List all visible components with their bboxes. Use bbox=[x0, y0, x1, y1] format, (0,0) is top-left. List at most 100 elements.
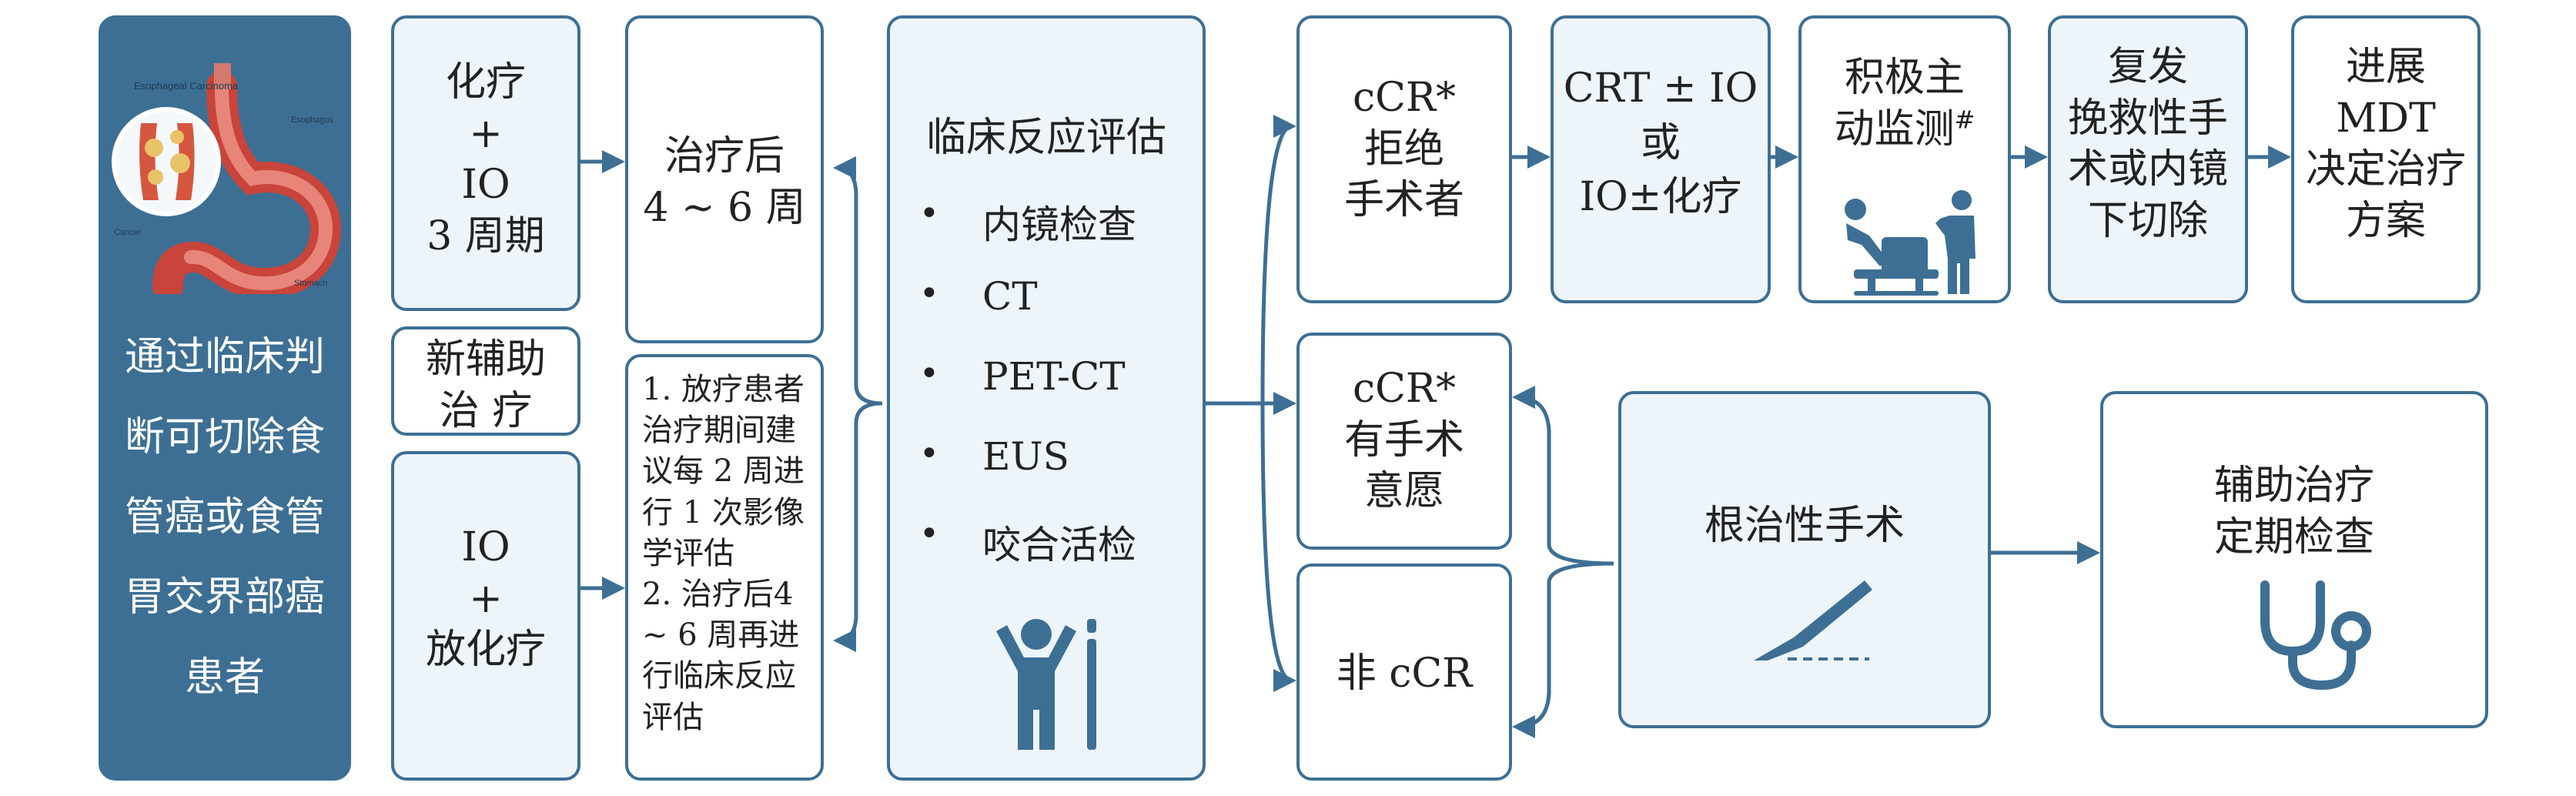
crt-io-text: CRT ± IO 或 IO±化疗 bbox=[1554, 62, 1768, 225]
chemoradio-line: IO bbox=[461, 524, 510, 570]
progress-text: 进展 MDT 决定治疗 方案 bbox=[2294, 42, 2477, 246]
adjuvant-box: 辅助治疗 定期检查 bbox=[2100, 391, 2488, 728]
chemo-line: IO bbox=[461, 162, 510, 209]
surveillance-line: 积极主 bbox=[1844, 55, 1965, 101]
chemo-io-box: 化疗 + IO 3 周期 bbox=[391, 15, 580, 311]
chemo-line: + bbox=[469, 110, 503, 157]
arrow-to-ccr-refuse bbox=[1260, 115, 1296, 404]
salvage-line: 术或内镜 bbox=[2067, 146, 2228, 193]
stethoscope-icon bbox=[2250, 577, 2388, 696]
radical-surgery-text: 根治性手术 bbox=[1704, 503, 1905, 549]
ccr-refuse-line: 手术者 bbox=[1343, 177, 1464, 224]
non-ccr-text: 非 cCR bbox=[1336, 651, 1473, 697]
arrow-to-non-ccr bbox=[1260, 403, 1296, 692]
bullet: • bbox=[919, 434, 939, 473]
assessment-item-label: PET-CT bbox=[982, 354, 1126, 399]
ccr-refuse-line: cCR* bbox=[1352, 75, 1457, 121]
assessment-item-label: CT bbox=[982, 274, 1038, 319]
chemoradio-line: 放化疗 bbox=[425, 627, 546, 674]
salvage-line: 下切除 bbox=[2087, 197, 2208, 244]
surveillance-line-text: 动监测 bbox=[1834, 105, 1955, 152]
adjuvant-line: 辅助治疗 bbox=[2213, 463, 2374, 509]
non-ccr-box: 非 cCR bbox=[1296, 564, 1512, 781]
note-line: 治疗期间建 bbox=[642, 413, 796, 449]
progress-line: 进展 bbox=[2345, 44, 2426, 90]
ccr-refuse-box: cCR* 拒绝 手术者 bbox=[1296, 15, 1512, 303]
illustration-label-stomach: Stomach bbox=[294, 279, 328, 288]
ccr-refuse-line: 拒绝 bbox=[1363, 125, 1444, 172]
note-line: 学评估 bbox=[642, 535, 734, 571]
patient-line: 通过临床判 bbox=[124, 334, 325, 380]
ccr-willing-text: cCR* 有手术 意愿 bbox=[1300, 363, 1509, 517]
note-line: 评估 bbox=[642, 699, 704, 735]
note-line: 行 1 次影像 bbox=[642, 494, 805, 530]
bullet: • bbox=[919, 514, 939, 554]
progress-mdt-box: 进展 MDT 决定治疗 方案 bbox=[2291, 15, 2481, 303]
io-chemoradio-box: IO + 放化疗 bbox=[391, 451, 580, 781]
salvage-box: 复发 挽救性手 术或内镜 下切除 bbox=[2048, 15, 2248, 303]
timing-notes-text: 1. 放疗患者 治疗期间建 议每 2 周进 行 1 次影像 学评估 2. 治疗后… bbox=[642, 370, 813, 738]
crt-line: 或 bbox=[1640, 119, 1681, 166]
timing-notes-box: 1. 放疗患者 治疗期间建 议每 2 周进 行 1 次影像 学评估 2. 治疗后… bbox=[625, 354, 824, 781]
chemoradio-line: + bbox=[469, 575, 503, 622]
note-line: ~ 6 周再进 bbox=[642, 617, 800, 654]
patient-box: Esophageal Carcinoma Esophagus Cancer St… bbox=[99, 15, 351, 781]
neoadjuvant-label: 新辅助 治 疗 bbox=[394, 334, 577, 436]
scalpel-icon bbox=[1749, 573, 1872, 668]
note-line: 议每 2 周进 bbox=[642, 453, 805, 490]
bracket-assessment bbox=[838, 168, 883, 640]
person-hands-up-icon bbox=[990, 617, 1106, 759]
esophageal-illustration: Esophageal Carcinoma Esophagus Cancer St… bbox=[106, 63, 350, 302]
adjuvant-line: 定期检查 bbox=[2213, 513, 2374, 560]
illustration-label-esophagus: Esophagus bbox=[291, 115, 334, 125]
chemo-line: 3 周期 bbox=[427, 212, 545, 259]
ccr-willing-line: cCR* bbox=[1352, 366, 1457, 412]
patient-line: 胃交界部癌 bbox=[124, 574, 325, 620]
ccr-willing-line: 意愿 bbox=[1363, 468, 1444, 515]
patient-line: 断可切除食 bbox=[124, 414, 325, 460]
patient-text: 通过临床判 断可切除食 管癌或食管 胃交界部癌 患者 bbox=[102, 317, 348, 717]
neoadjuvant-line: 新辅助 bbox=[425, 336, 546, 383]
progress-line: 方案 bbox=[2345, 197, 2426, 244]
note-line: 1. 放疗患者 bbox=[642, 372, 805, 407]
after-line: 4 ~ 6 周 bbox=[643, 184, 806, 231]
note-line: 行临床反应 bbox=[642, 658, 796, 694]
chemo-io-text: 化疗 + IO 3 周期 bbox=[394, 57, 577, 262]
after-treatment-box: 治疗后 4 ~ 6 周 bbox=[625, 15, 824, 343]
surveillance-text: 积极主 动监测# bbox=[1802, 52, 2008, 155]
illustration-label-cancer: Cancer bbox=[114, 228, 142, 237]
after-treatment-text: 治疗后 4 ~ 6 周 bbox=[628, 131, 821, 233]
bullet: • bbox=[919, 194, 939, 233]
ccr-refuse-text: cCR* 拒绝 手术者 bbox=[1300, 72, 1509, 226]
patient-line: 管癌或食管 bbox=[124, 494, 325, 540]
surveillance-box: 积极主 动监测# bbox=[1798, 15, 2011, 303]
assessment-item-label: EUS bbox=[982, 434, 1069, 479]
patient-line: 患者 bbox=[184, 654, 265, 701]
note-line: 2. 治疗后4 bbox=[642, 576, 794, 612]
illustration-title: Esophageal Carcinoma bbox=[134, 80, 239, 92]
salvage-text: 复发 挽救性手 术或内镜 下切除 bbox=[2051, 42, 2245, 246]
chemo-line: 化疗 bbox=[445, 59, 526, 105]
assessment-box: 临床反应评估 • 内镜检查 • CT • PET-CT • EUS • 咬合活检 bbox=[887, 15, 1206, 781]
ccr-willing-box: cCR* 有手术 意愿 bbox=[1296, 333, 1512, 550]
surveillance-line: 动监测# bbox=[1802, 104, 2008, 156]
io-chemoradio-text: IO + 放化疗 bbox=[394, 522, 577, 676]
neoadjuvant-label-box: 新辅助 治 疗 bbox=[391, 326, 580, 436]
salvage-line: 复发 bbox=[2107, 44, 2188, 90]
assessment-item-label: 内镜检查 bbox=[982, 202, 1136, 247]
bullet: • bbox=[919, 354, 939, 393]
ccr-willing-line: 有手术 bbox=[1343, 416, 1464, 463]
radical-surgery-box: 根治性手术 bbox=[1618, 391, 1991, 728]
surveillance-mark: # bbox=[1954, 105, 1975, 135]
bracket-surgery bbox=[1517, 397, 1614, 729]
crt-io-box: CRT ± IO 或 IO±化疗 bbox=[1551, 15, 1771, 303]
neoadjuvant-line: 治 疗 bbox=[439, 387, 533, 434]
doctor-patient-exam-icon bbox=[1838, 189, 1985, 300]
adjuvant-text: 辅助治疗 定期检查 bbox=[2103, 460, 2485, 563]
bullet: • bbox=[919, 274, 939, 313]
progress-line: 决定治疗 bbox=[2305, 146, 2466, 193]
after-line: 治疗后 bbox=[664, 133, 785, 179]
crt-line: IO±化疗 bbox=[1579, 174, 1742, 221]
assessment-item-label: 咬合活检 bbox=[982, 523, 1136, 567]
